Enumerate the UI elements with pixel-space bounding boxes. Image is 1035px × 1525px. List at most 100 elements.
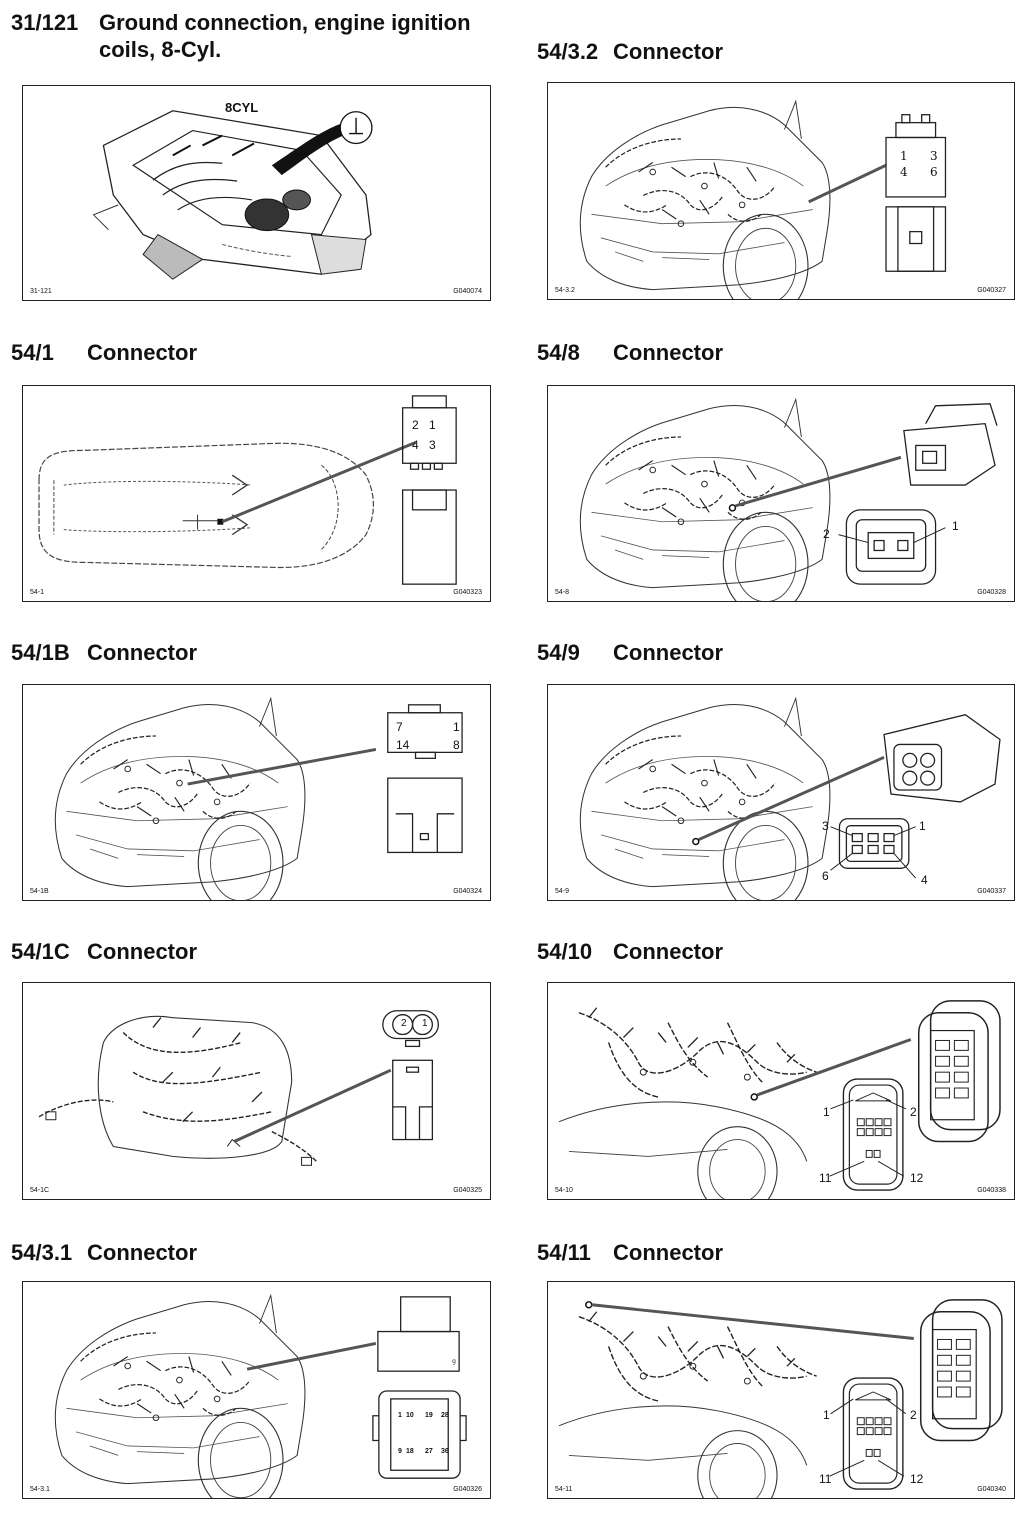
- section-title-text: Connector: [613, 939, 723, 964]
- pin-label: 14: [396, 738, 410, 752]
- section-code: 54/1C: [11, 939, 70, 964]
- engine-harness-illustration: [38, 1010, 439, 1166]
- section-code: 54/9: [537, 640, 580, 665]
- panel-ref-right: G040324: [453, 888, 482, 895]
- panel-ref-right: G040340: [977, 1486, 1006, 1493]
- pin-label: 12: [910, 1472, 924, 1486]
- section-title-text: Ground connection, engine ignition coils…: [99, 9, 471, 63]
- section-title-54-8: 54/8 Connector: [537, 339, 723, 366]
- vehicle-illustration: g: [54, 1294, 467, 1498]
- section-code: 54/11: [537, 1240, 591, 1265]
- section-title-54-11: 54/11 Connector: [537, 1239, 723, 1266]
- section-title-text: Connector: [613, 340, 723, 365]
- section-code: 54/8: [537, 340, 580, 365]
- section-code: 54/3.2: [537, 39, 599, 64]
- pin-label: 28: [441, 1412, 449, 1419]
- pin-label: 3: [822, 819, 829, 833]
- diagram-panel-54-3-1: g 1 10 19 28 9 18 27 36 54-3.1 G040326: [22, 1281, 491, 1499]
- panel-ref-right: G040338: [977, 1187, 1006, 1194]
- panel-ref-left: 54-11: [555, 1486, 573, 1493]
- diagram-panel-54-10: 1 2 11 12 54-10 G040338: [547, 982, 1015, 1200]
- diagram-panel-54-1c: 2 1 54-1C G040325: [22, 982, 491, 1200]
- harness-illustration: [558, 1299, 1003, 1498]
- panel-ref-right: G040337: [977, 888, 1006, 895]
- panel-ref-right: G040326: [453, 1486, 482, 1493]
- diagram-panel-54-1b: 7 1 14 8 54-1B G040324: [22, 684, 491, 901]
- engine-bay-illustration: [92, 110, 373, 280]
- small-mark: g: [452, 1358, 456, 1365]
- pin-label: 12: [910, 1171, 924, 1185]
- pin-label: 8: [453, 738, 460, 752]
- pin-label: 1: [398, 1412, 402, 1419]
- engine-label: 8CYL: [225, 100, 259, 115]
- section-code: 54/1: [11, 340, 54, 365]
- panel-ref-left: 54-8: [555, 589, 570, 596]
- pin-label: 4: [412, 438, 419, 452]
- pin-label: 36: [441, 1448, 449, 1455]
- panel-ref-left: 54-1C: [30, 1187, 50, 1194]
- pin-label: 19: [425, 1412, 433, 1419]
- pin-label: 2: [401, 1018, 407, 1029]
- panel-ref-left: 54-3.2: [555, 287, 575, 294]
- panel-ref-left: 31-121: [30, 288, 52, 295]
- diagram-panel-54-3-2: 1 3 4 6 54-3.2 G040327: [547, 82, 1015, 300]
- section-code: 31/121: [11, 10, 79, 35]
- panel-ref-right: G040074: [453, 288, 482, 295]
- panel-ref-left: 54-1B: [30, 888, 49, 895]
- pin-label: 27: [425, 1448, 433, 1455]
- section-title-text: Connector: [613, 1240, 723, 1265]
- section-title-text: Connector: [87, 1240, 197, 1265]
- pin-label: 1: [823, 1408, 830, 1422]
- panel-ref-left: 54-3.1: [30, 1486, 50, 1493]
- section-title-54-9: 54/9 Connector: [537, 639, 723, 666]
- vehicle-illustration: [579, 398, 998, 601]
- pin-label: 4: [900, 165, 908, 179]
- pin-label: 3: [429, 438, 436, 452]
- vehicle-top-view-illustration: [38, 395, 457, 585]
- panel-ref-right: G040328: [977, 589, 1006, 596]
- pin-label: 1: [900, 149, 908, 163]
- panel-ref-right: G040323: [453, 589, 482, 596]
- pin-label: 11: [819, 1171, 832, 1185]
- section-title-54-1b: 54/1B Connector: [11, 639, 197, 666]
- diagram-panel-54-11: 1 2 11 12 54-11 G040340: [547, 1281, 1015, 1499]
- section-title-text: Connector: [613, 640, 723, 665]
- pin-label: 11: [819, 1472, 832, 1486]
- pin-label: 2: [910, 1105, 917, 1119]
- pin-label: 6: [930, 165, 938, 179]
- diagram-panel-31-121: 8CYL 31-121 G040074: [22, 85, 491, 301]
- pin-label: 1: [453, 720, 460, 734]
- harness-illustration: [558, 1000, 1001, 1199]
- pin-label: 9: [398, 1448, 402, 1455]
- pin-label: 18: [406, 1448, 414, 1455]
- diagram-panel-54-8: 2 1 54-8 G040328: [547, 385, 1015, 602]
- pin-label: 6: [822, 869, 829, 883]
- section-title-31-121: 31/121 Ground connection, engine ignitio…: [11, 9, 471, 62]
- pin-label: 4: [921, 873, 928, 887]
- section-code: 54/1B: [11, 640, 70, 665]
- panel-ref-left: 54-10: [555, 1187, 573, 1194]
- section-code: 54/3.1: [11, 1240, 73, 1265]
- section-title-54-3-1: 54/3.1 Connector: [11, 1239, 197, 1266]
- diagram-panel-54-1: 2 1 4 3 54-1 G040323: [22, 385, 491, 602]
- pin-label: 2: [823, 527, 830, 541]
- panel-ref-right: G040325: [453, 1187, 482, 1194]
- title-line-1: Ground connection, engine ignition: [99, 10, 471, 35]
- section-title-54-3-2: 54/3.2 Connector: [537, 38, 723, 65]
- pin-label: 3: [930, 149, 938, 163]
- section-title-54-10: 54/10 Connector: [537, 938, 723, 965]
- pin-label: 2: [910, 1408, 917, 1422]
- panel-ref-left: 54-9: [555, 888, 570, 895]
- section-title-text: Connector: [613, 39, 723, 64]
- panel-ref-right: G040327: [977, 287, 1006, 294]
- vehicle-illustration: [579, 697, 1001, 900]
- section-code: 54/10: [537, 939, 593, 964]
- pin-label: 1: [919, 819, 926, 833]
- section-title-text: Connector: [87, 640, 197, 665]
- pin-label: 10: [406, 1412, 414, 1419]
- pin-label: 1: [429, 418, 436, 432]
- pin-label: 7: [396, 720, 403, 734]
- title-line-2: coils, 8-Cyl.: [99, 37, 222, 62]
- vehicle-illustration: [579, 100, 947, 299]
- pin-label: 1: [422, 1018, 428, 1029]
